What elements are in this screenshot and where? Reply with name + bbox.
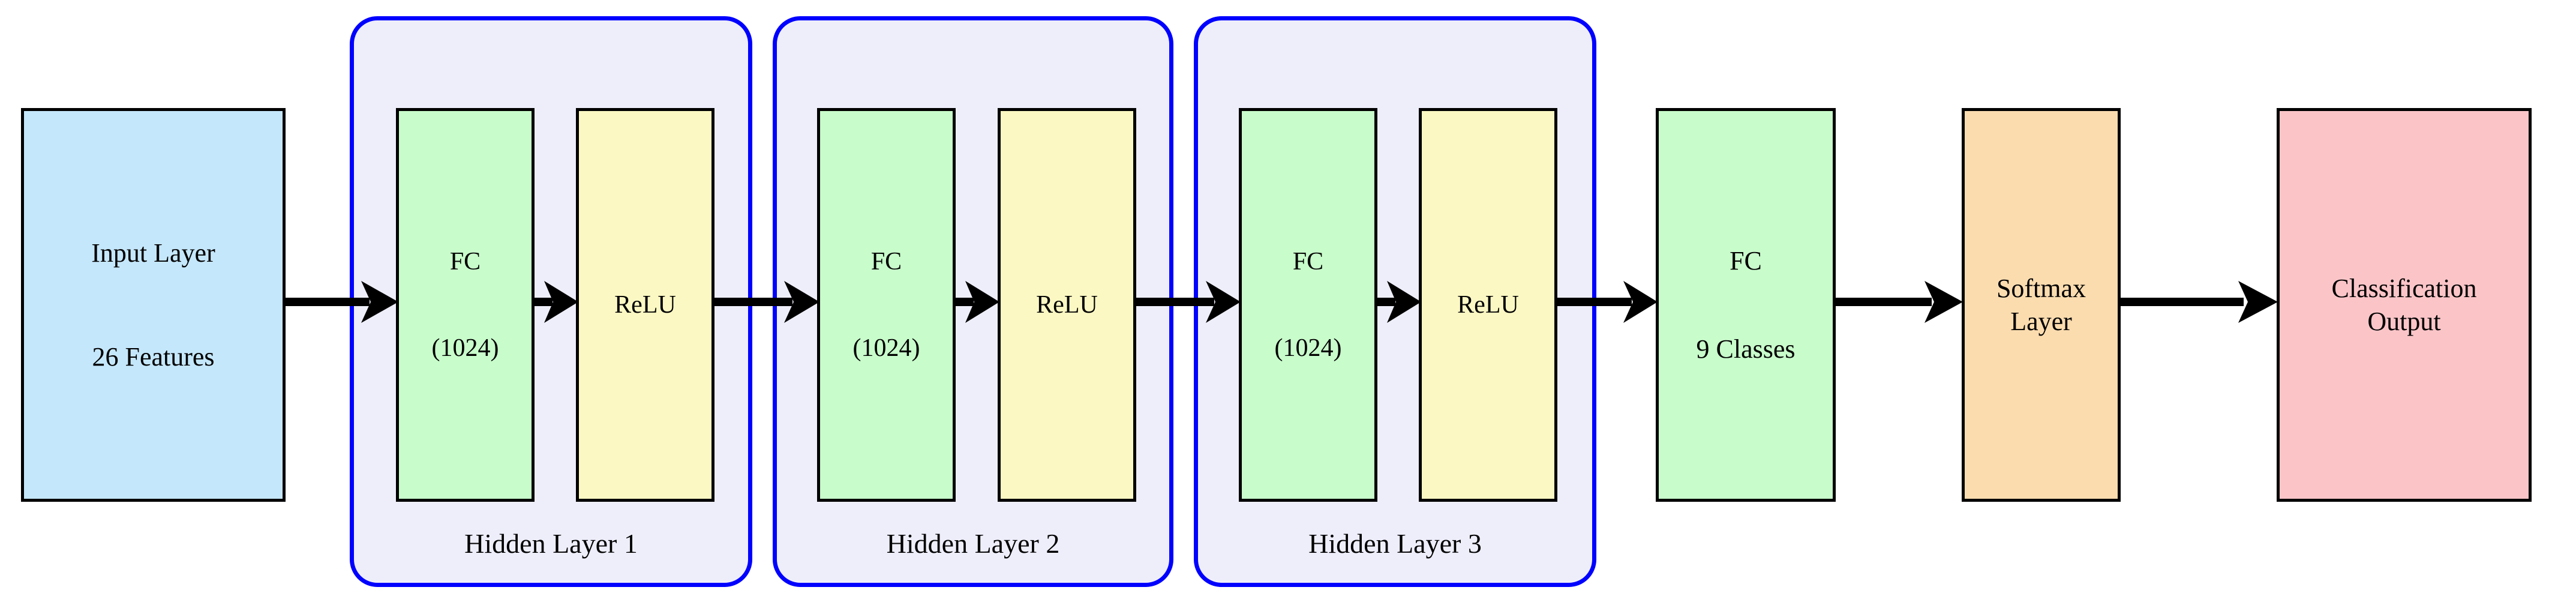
- softmax-layer-block: Softmax Layer: [1962, 108, 2121, 502]
- arrow-output-fc-to-softmax: [1836, 269, 1963, 335]
- hidden-2-relu-block: ReLU: [998, 108, 1136, 502]
- hidden-3-relu-name: ReLU: [1457, 290, 1519, 319]
- hidden-3-fc-block: FC (1024): [1239, 108, 1377, 502]
- output-fc-block: FC 9 Classes: [1656, 108, 1836, 502]
- hidden-2-fc-block: FC (1024): [817, 108, 956, 502]
- classification-output-line-1: Classification: [2331, 274, 2477, 303]
- hidden-layer-2-label: Hidden Layer 2: [886, 528, 1060, 559]
- hidden-1-relu-block: ReLU: [576, 108, 714, 502]
- hidden-3-fc-name: FC: [1292, 247, 1324, 275]
- input-layer-title: Input Layer: [91, 238, 215, 268]
- hidden-1-fc-units: (1024): [431, 334, 499, 362]
- classification-output-line-2: Output: [2367, 307, 2441, 336]
- output-fc-name: FC: [1730, 246, 1762, 275]
- hidden-1-fc-block: FC (1024): [396, 108, 535, 502]
- hidden-2-fc-name: FC: [870, 247, 902, 275]
- hidden-3-fc-units: (1024): [1274, 334, 1342, 362]
- input-layer-block: Input Layer 26 Features: [21, 108, 286, 502]
- classification-output-block: Classification Output: [2277, 108, 2532, 502]
- hidden-1-relu-name: ReLU: [614, 290, 676, 319]
- input-layer-features: 26 Features: [92, 342, 215, 372]
- hidden-layer-1-label: Hidden Layer 1: [464, 528, 638, 559]
- hidden-2-fc-units: (1024): [852, 334, 920, 362]
- hidden-3-relu-block: ReLU: [1419, 108, 1557, 502]
- arrow-softmax-to-classification-output: [2121, 269, 2278, 335]
- hidden-1-fc-name: FC: [449, 247, 481, 275]
- hidden-2-relu-name: ReLU: [1036, 290, 1098, 319]
- output-fc-classes: 9 Classes: [1696, 334, 1796, 364]
- hidden-layer-3-label: Hidden Layer 3: [1308, 528, 1482, 559]
- softmax-line-1: Softmax: [1996, 274, 2086, 303]
- softmax-line-2: Layer: [2010, 307, 2072, 336]
